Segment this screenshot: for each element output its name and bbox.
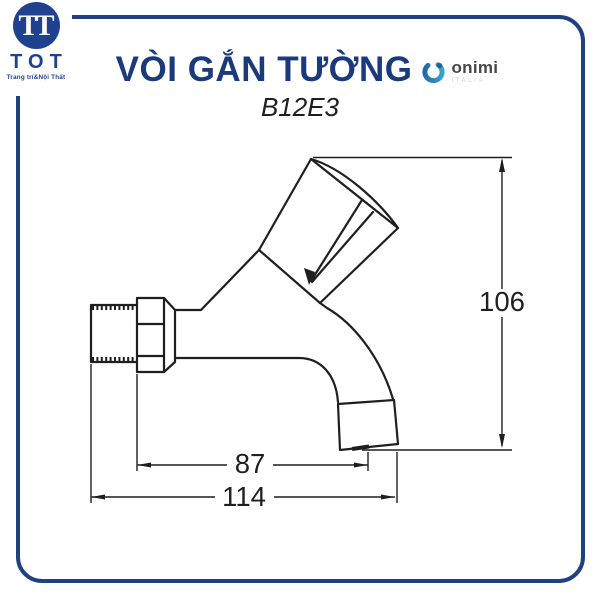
dimension-labels: 106 87 114 [215,286,528,512]
onimi-subtext: ITALIA [451,77,485,84]
handle-top-face [309,157,400,230]
onimi-circular-arrow-icon [422,60,446,83]
dim-reach-label: 87 [235,448,266,479]
dimension-lines [90,156,512,503]
onimi-wordmark: onimi ITALIA [451,59,498,84]
spout-outer-curve [318,301,395,401]
page-border [16,15,585,583]
page-title: VÒI GẮN TƯỜNG [115,50,413,89]
tot-logo-icon: TT [12,2,60,49]
body-bottom-edge [173,356,340,404]
model-number: B12E3 [260,92,340,122]
header: VÒI GẮN TƯỜNG onimi ITALIA [0,50,600,121]
handle-cone [257,157,400,305]
onimi-name: onimi [451,57,499,77]
hex-nut [135,296,177,374]
tot-logo: TT TOT Trang trí&Nội Thất [0,0,72,96]
dim-height-label: 106 [479,286,525,317]
tot-logo-name: TOT [10,51,68,73]
wall-thread-pipe [89,303,139,364]
dimension-arrows [91,158,505,500]
faucet-outline [89,157,400,452]
tot-logo-tagline: Trang trí&Nội Thất [6,74,66,81]
onimi-logo: onimi ITALIA [420,58,498,85]
dim-length-label: 114 [222,481,266,512]
body-top-edge [173,248,261,312]
aerator [336,398,400,452]
tot-monogram: TT [18,8,54,42]
title-row: VÒI GẮN TƯỜNG onimi ITALIA [0,50,600,90]
handle-flute [309,198,375,284]
